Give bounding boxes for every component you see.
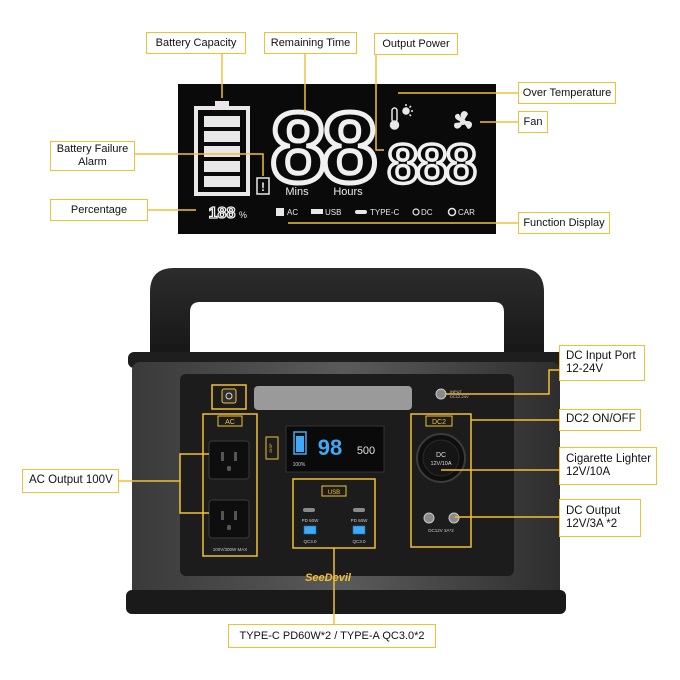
percentage-digits: 188: [209, 205, 236, 222]
input-port-label-2: DC12-24V: [450, 394, 469, 399]
ac-rating-label: 100V/300W MAX: [213, 547, 248, 552]
function-dc: DC: [421, 208, 433, 217]
input-port-label: INPUT: [450, 389, 463, 394]
fan-callout: Fan: [518, 111, 548, 133]
qc-left-label: QC3.0: [303, 539, 317, 544]
dc-out-label: DC12V 3A*2: [428, 528, 454, 533]
dc-input-port-callout: DC Input Port 12-24V: [559, 345, 645, 381]
ac-output-callout: AC Output 100V: [22, 469, 119, 493]
function-type-c: TYPE-C: [370, 208, 400, 217]
dc2-button-label: DC2: [432, 419, 446, 426]
lcd-callout-lines: [133, 44, 518, 224]
over-temperature-callout: Over Temperature: [518, 82, 616, 104]
usb-ports-callout: TYPE-C PD60W*2 / TYPE-A QC3.0*2: [228, 624, 436, 648]
battery-failure-alarm-icon: !: [256, 177, 270, 195]
ac-button-label: AC: [225, 419, 235, 426]
function-ac: AC: [287, 208, 298, 217]
function-usb: USB: [325, 208, 341, 217]
dc-output-callout: DC Output 12V/3A *2: [559, 499, 641, 537]
pd-right-label: PD 60W: [351, 518, 369, 523]
mini-lcd-pct: 100%: [293, 462, 306, 468]
battery-failure-alarm-callout: Battery Failure Alarm: [50, 141, 135, 171]
mins-label: Mins: [285, 186, 309, 198]
power-station-device: INPUT DC12-24V AC 100V/300W MAX DISP 98 …: [126, 268, 566, 614]
fan-icon: [453, 111, 473, 129]
hours-label: Hours: [333, 186, 363, 198]
lcd-panel: ! 88 Mins Hours 888: [178, 84, 496, 234]
percentage-unit: %: [239, 210, 247, 220]
cigarette-lighter-callout: Cigarette Lighter 12V/10A: [559, 447, 657, 485]
mini-lcd-power: 500: [357, 445, 375, 457]
battery-capacity-callout: Battery Capacity: [146, 32, 246, 54]
brand-logo: SeeDevil: [305, 572, 352, 584]
disp-button-label: DISP: [268, 443, 273, 453]
alarm-glyph: !: [261, 180, 265, 194]
output-power-digits: 888: [387, 132, 475, 195]
output-power-callout: Output Power: [374, 33, 458, 55]
over-temperature-icon: [389, 104, 413, 130]
function-display-callout: Function Display: [518, 212, 610, 234]
remaining-time-digits: 88: [270, 92, 375, 204]
remaining-time-callout: Remaining Time: [264, 32, 357, 54]
pd-left-label: PD 60W: [302, 518, 320, 523]
percentage-callout: Percentage: [50, 199, 148, 221]
dc2-onoff-callout: DC2 ON/OFF: [559, 409, 641, 431]
usb-button-label: USB: [328, 490, 340, 496]
function-car: CAR: [458, 208, 475, 217]
qc-right-label: QC3.0: [352, 539, 366, 544]
dc-socket-top-label: DC: [436, 452, 446, 459]
dc-socket-bottom-label: 12V/10A: [430, 461, 451, 467]
function-display-row: AC USB TYPE-C DC CAR: [276, 207, 475, 217]
mini-lcd-main: 98: [318, 435, 342, 460]
device-callout-lines: [118, 369, 559, 624]
battery-capacity-icon: [194, 101, 250, 196]
